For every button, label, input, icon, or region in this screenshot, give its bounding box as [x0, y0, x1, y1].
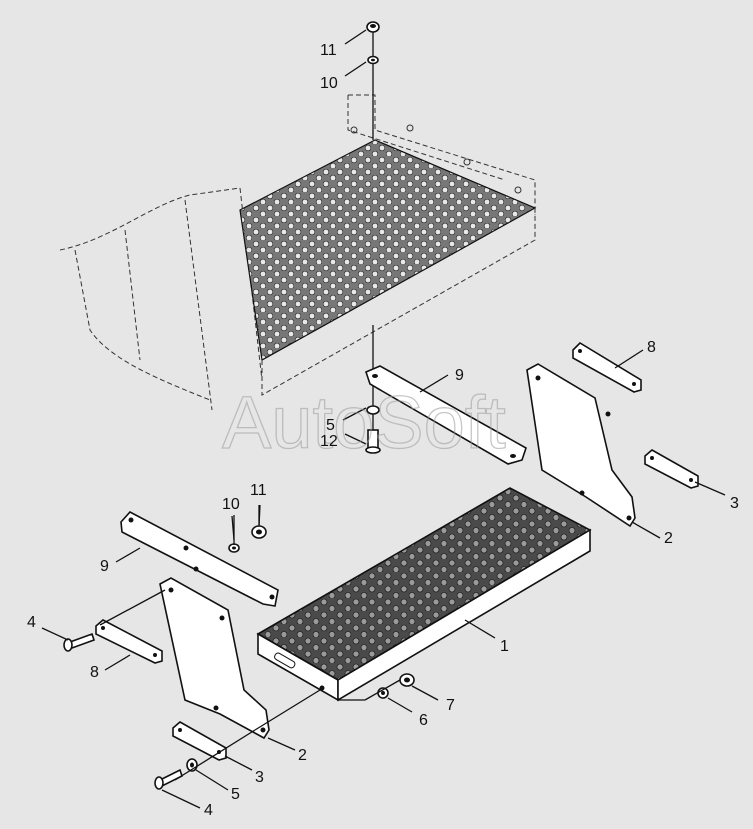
- callout-5-bottom: 5: [231, 786, 240, 803]
- strap-plate-3-bottom: [172, 721, 227, 761]
- callout-5-top: 5: [326, 417, 335, 434]
- vehicle-body-outline: [59, 187, 263, 411]
- callout-1: 1: [500, 638, 509, 655]
- side-plate-2-left: [159, 577, 270, 740]
- bolt-4-bottom-icon: [154, 768, 183, 790]
- callout-labels: 11 10 8 9 5 12 3 2 1 10 11 9 4 8 7 6 2 3…: [27, 42, 739, 819]
- strap-plate-8-top: [572, 341, 642, 393]
- callout-9-left: 9: [100, 558, 109, 575]
- callout-4-left: 4: [27, 614, 36, 631]
- callout-8-left: 8: [90, 664, 99, 681]
- callout-10-mid: 10: [222, 496, 240, 513]
- callout-10-top: 10: [320, 75, 338, 92]
- washer-5-top-icon: [366, 405, 380, 415]
- nut-7-icon: [399, 673, 415, 687]
- callout-12: 12: [320, 433, 338, 450]
- callout-3-bottom: 3: [255, 769, 264, 786]
- upper-step-assembly: [239, 94, 537, 396]
- callout-2-right: 2: [664, 530, 673, 547]
- lower-step-1: [256, 487, 592, 702]
- washer-10-mid-icon: [228, 543, 240, 553]
- callout-2-bottom: 2: [298, 747, 307, 764]
- nut-11-top-icon: [366, 21, 380, 33]
- callout-3-right: 3: [730, 495, 739, 512]
- callout-11-mid: 11: [250, 482, 267, 499]
- bolt-4-left-icon: [63, 632, 96, 652]
- callout-4-bottom: 4: [204, 802, 213, 819]
- bracket-9-upper: [365, 365, 527, 465]
- bracket-9-left: [120, 511, 279, 607]
- leader-lines: [41, 29, 726, 809]
- callout-9-top: 9: [455, 367, 464, 384]
- assembly-lines: [99, 589, 401, 781]
- watermark: AutoSoft: [222, 381, 506, 464]
- callout-7: 7: [446, 697, 455, 714]
- callout-11-top: 11: [320, 42, 337, 59]
- callout-8-top: 8: [647, 339, 656, 356]
- strap-plate-8-left: [95, 619, 163, 664]
- bolt-12-icon: [365, 429, 381, 454]
- side-plate-2-right: [526, 363, 636, 528]
- washer-10-top-icon: [367, 55, 379, 65]
- strap-plate-3-right: [644, 449, 699, 489]
- callout-6: 6: [419, 712, 428, 729]
- nut-11-mid-icon: [251, 525, 267, 539]
